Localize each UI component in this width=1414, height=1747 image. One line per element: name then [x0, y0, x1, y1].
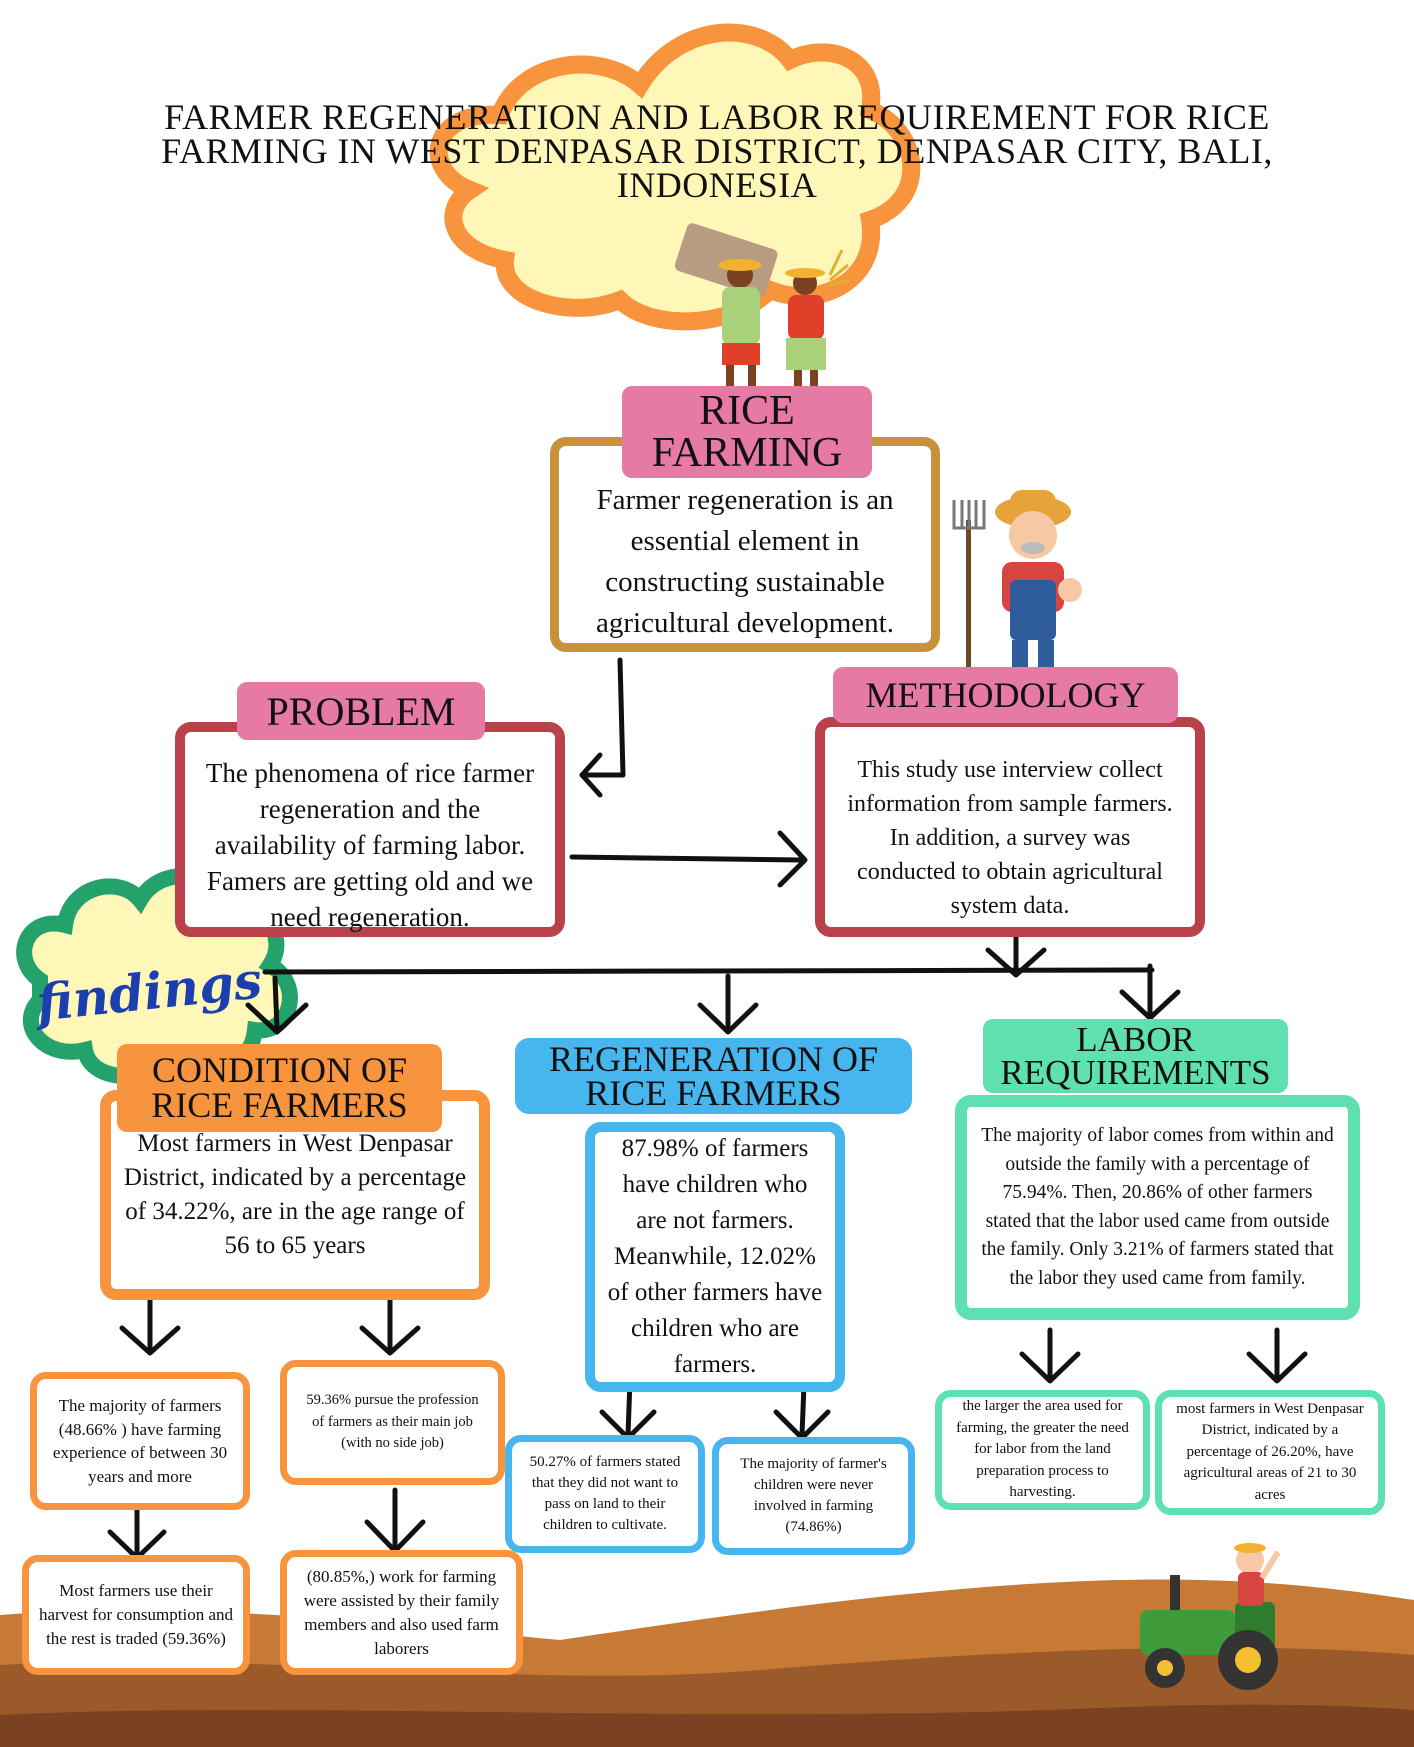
condition-text: Most farmers in West Denpasar District, … — [123, 1130, 467, 1259]
tractor-icon — [1140, 1543, 1281, 1690]
arrow-icon — [1019, 1351, 1081, 1384]
arrow-icon — [1246, 1351, 1308, 1384]
labor-sub-box-2: most farmers in West Denpasar District, … — [1155, 1390, 1385, 1515]
condition-sub-box-1: The majority of farmers (48.66% ) have f… — [30, 1372, 250, 1510]
labor-sub-box-1: the larger the area used for farming, th… — [935, 1390, 1150, 1510]
condition-sub-box-3: Most farmers use their harvest for consu… — [22, 1555, 250, 1675]
connector-layer — [107, 657, 1308, 1561]
regeneration-box: 87.98% of farmers have children who are … — [585, 1122, 845, 1392]
arrow-icon — [777, 830, 808, 888]
regeneration-text: 87.98% of farmers have children who are … — [607, 1135, 823, 1378]
regeneration-sub-box-1: 50.27% of farmers stated that they did n… — [505, 1435, 705, 1553]
arrow-icon — [1119, 989, 1181, 1021]
cloud-shape — [429, 23, 921, 331]
labor-header: LABOR REQUIREMENTS — [983, 1019, 1288, 1093]
methodology-header: METHODOLOGY — [833, 667, 1178, 723]
arrow-icon — [262, 967, 1155, 975]
arrow-icon — [569, 854, 803, 863]
arrow-icon — [697, 1002, 759, 1035]
labor-text: The majority of labor comes from within … — [981, 1125, 1334, 1289]
condition-header: CONDITION OF RICE FARMERS — [117, 1044, 442, 1132]
regeneration-sub-box-2: The majority of farmer's children were n… — [712, 1437, 915, 1555]
methodology-box: This study use interview collect informa… — [815, 717, 1205, 937]
arrow-icon — [119, 1325, 181, 1356]
labor-box: The majority of labor comes from within … — [955, 1095, 1360, 1320]
arrow-icon — [579, 752, 603, 798]
arrow-icon — [359, 1325, 421, 1356]
farmer-pitchfork-icon — [952, 490, 1082, 692]
arrow-icon — [579, 657, 626, 778]
condition-sub-box-2: 59.36% pursue the profession of farmers … — [280, 1360, 505, 1485]
rice-farming-text: Farmer regeneration is an essential elem… — [596, 483, 894, 639]
arrow-icon — [985, 947, 1047, 978]
arrow-icon — [245, 1002, 309, 1035]
problem-box: The phenomena of rice farmer regeneratio… — [175, 722, 565, 937]
rice-farming-header: RICE FARMING — [622, 386, 872, 478]
problem-text: The phenomena of rice farmer regeneratio… — [205, 757, 535, 932]
regeneration-header: REGENERATION OF RICE FARMERS — [515, 1038, 912, 1114]
problem-header: PROBLEM — [237, 682, 485, 740]
methodology-text: This study use interview collect informa… — [847, 757, 1173, 919]
farmer-couple-icon — [674, 223, 851, 405]
page-title: FARMER REGENERATION AND LABOR REQUIREMEN… — [161, 97, 1273, 205]
condition-sub-box-4: (80.85%,) work for farming were assisted… — [280, 1550, 523, 1675]
